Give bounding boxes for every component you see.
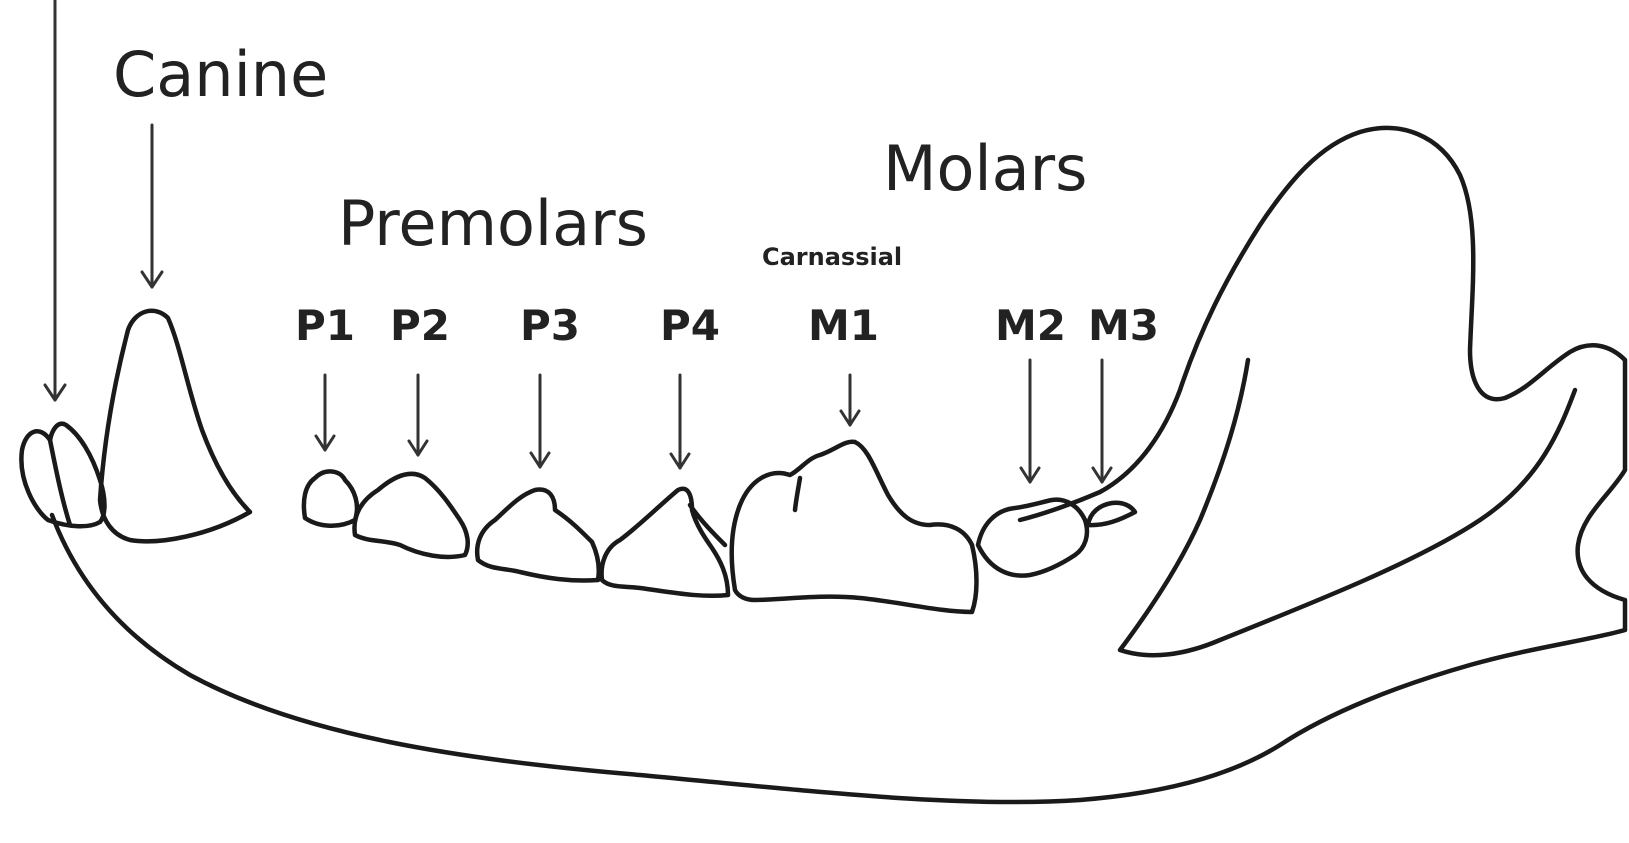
arrow-p3 bbox=[531, 375, 549, 467]
incisor-crown-inner bbox=[50, 440, 70, 525]
arrow-p2 bbox=[409, 375, 427, 455]
ramus-inner-outline bbox=[1120, 360, 1575, 655]
label-p4: P4 bbox=[660, 301, 720, 350]
label-m1: M1 bbox=[808, 301, 879, 350]
arrow-m3 bbox=[1093, 360, 1111, 482]
arrow-p4 bbox=[671, 375, 689, 468]
arrow-incisor bbox=[45, 0, 65, 400]
molar-m2 bbox=[978, 500, 1087, 576]
label-p3: P3 bbox=[520, 301, 580, 350]
premolar-p3 bbox=[477, 490, 599, 581]
molar-m3 bbox=[1088, 503, 1135, 525]
label-molars: Molars bbox=[883, 132, 1087, 205]
label-m3: M3 bbox=[1088, 301, 1159, 350]
incisor-crown bbox=[21, 424, 104, 527]
label-p1: P1 bbox=[295, 301, 355, 350]
arrow-m2 bbox=[1021, 360, 1039, 482]
arrow-p1 bbox=[316, 375, 334, 450]
canine-tooth bbox=[100, 311, 250, 541]
premolar-p2 bbox=[354, 474, 467, 557]
arrow-m1 bbox=[841, 375, 859, 425]
premolar-p1 bbox=[304, 471, 357, 525]
label-canine: Canine bbox=[113, 38, 328, 111]
arrow-canine bbox=[142, 125, 162, 287]
molar-m1-groove bbox=[795, 478, 800, 510]
mandible-outline bbox=[52, 128, 1625, 802]
premolar-p4 bbox=[602, 489, 728, 596]
label-carnassial: Carnassial bbox=[762, 243, 902, 271]
molar-m1 bbox=[732, 442, 977, 612]
label-p2: P2 bbox=[390, 301, 450, 350]
label-premolars: Premolars bbox=[338, 187, 648, 260]
label-m2: M2 bbox=[995, 301, 1066, 350]
